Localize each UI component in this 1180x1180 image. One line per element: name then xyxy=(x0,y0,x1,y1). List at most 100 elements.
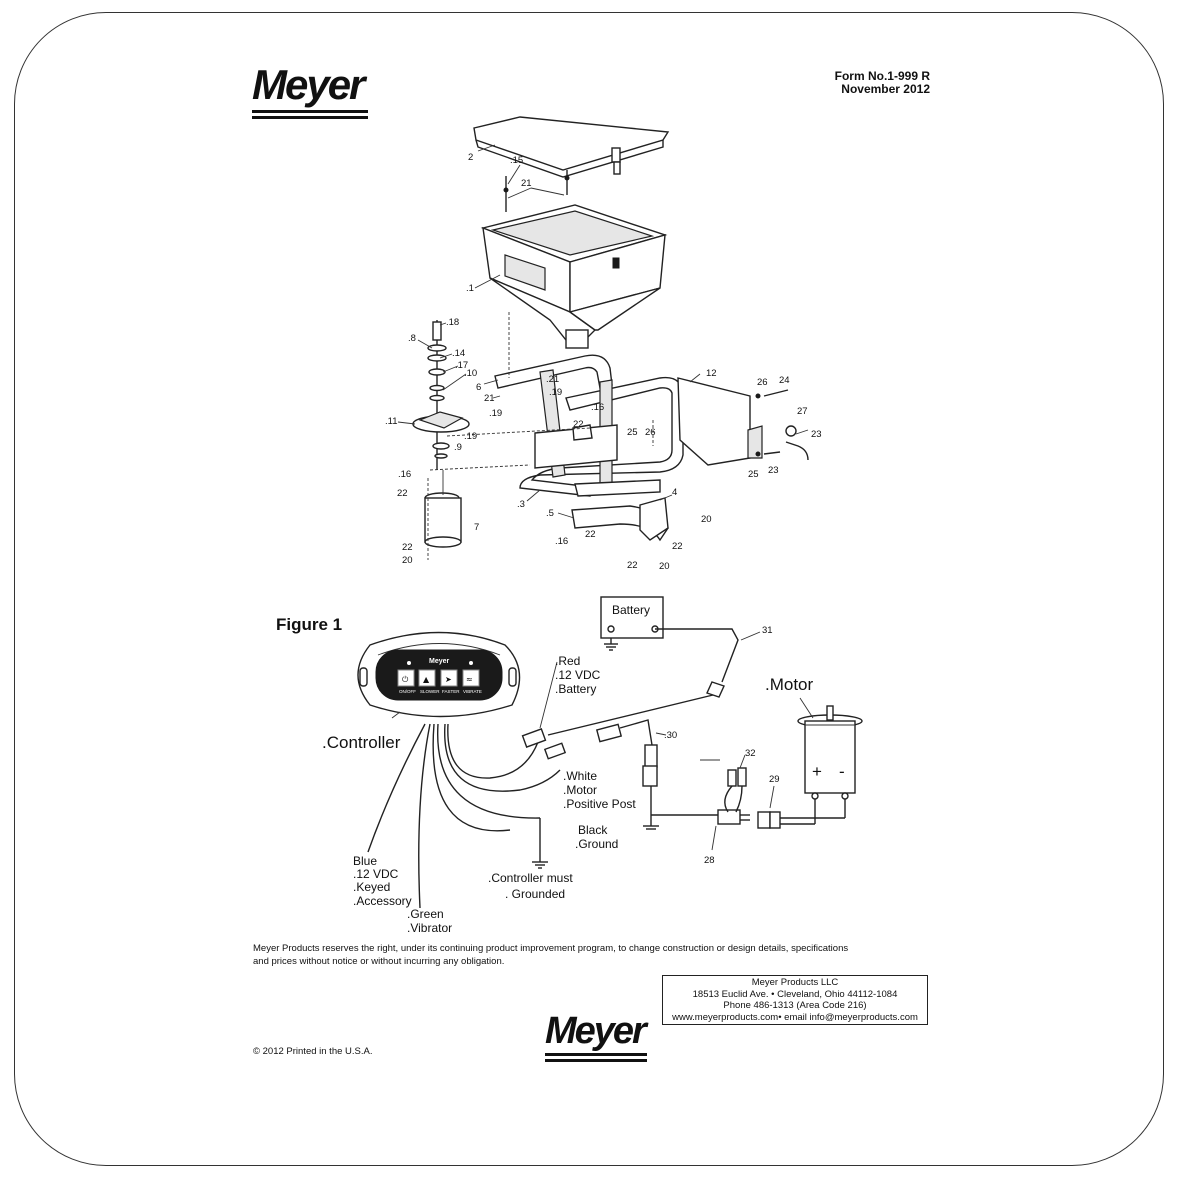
callout-21-left: 21 xyxy=(484,393,495,404)
callout-22-left: 22 xyxy=(397,488,408,499)
callout-22-low: 22 xyxy=(585,529,596,540)
red-wire-line-3: .Battery xyxy=(555,682,596,696)
hopper-lid xyxy=(473,116,670,178)
button-label-faster: FASTER xyxy=(442,689,460,694)
callout-15: .15 xyxy=(510,155,523,166)
street-address: 18513 Euclid Ave. • Cleveland, Ohio 4411… xyxy=(692,988,898,1000)
red-wire-line-2: .12 VDC xyxy=(555,668,601,682)
callout-20-bottom: 20 xyxy=(659,561,670,572)
figure-label: Figure 1 xyxy=(276,615,342,634)
address-box: Meyer Products LLC 18513 Euclid Ave. • C… xyxy=(662,975,928,1025)
battery-label: Battery xyxy=(612,603,650,617)
dashed-guides xyxy=(427,312,654,560)
callout-5: .5 xyxy=(546,508,554,519)
callout-3: .3 xyxy=(517,499,525,510)
connector-28-32: 28 32 xyxy=(704,748,756,866)
controller: Meyer ⏻ ▲ ➤ ≈ ON/OFF SLOWER FASTER VIBRA… xyxy=(322,631,521,752)
white-wire-line-3: .Positive Post xyxy=(563,797,636,811)
disclaimer: Meyer Products reserves the right, under… xyxy=(253,942,933,968)
callout-16-left: .16 xyxy=(398,469,411,480)
white-wire-line-1: .White xyxy=(563,769,597,783)
blue-wire-line-4: .Accessory xyxy=(353,894,412,908)
callout-24: 24 xyxy=(779,375,790,386)
callout-20-right: 20 xyxy=(701,514,712,525)
motor-guard-plate xyxy=(677,377,763,466)
callout-9: .9 xyxy=(454,442,462,453)
motor-terminal-plus: + xyxy=(812,762,822,781)
callout-2: 2 xyxy=(468,152,473,163)
fuse-harness-30: .30 xyxy=(543,719,720,830)
disclaimer-line-1: Meyer Products reserves the right, under… xyxy=(253,943,849,954)
button-label-slower: SLOWER xyxy=(420,689,440,694)
meyer-logo-bottom: Meyer xyxy=(545,1010,647,1062)
power-icon: ⏻ xyxy=(402,675,409,684)
callout-11: .11 xyxy=(385,416,398,427)
ground-note-line-2: . Grounded xyxy=(505,887,565,901)
wire-labels: .Red .12 VDC .Battery .White .Motor .Pos… xyxy=(353,654,636,935)
callout-29: 29 xyxy=(769,774,780,785)
bolts-top xyxy=(503,170,570,212)
callout-7: 7 xyxy=(474,522,479,533)
callout-8: .8 xyxy=(408,333,416,344)
motor: + - .Motor xyxy=(765,675,863,800)
button-label-vibrate: VIBRATE xyxy=(463,689,482,694)
phone: Phone 486-1313 (Area Code 216) xyxy=(723,1000,867,1012)
controller-brand: Meyer xyxy=(429,658,450,665)
logo-text-bottom: Meyer xyxy=(545,1010,647,1052)
callout-31: 31 xyxy=(762,625,773,636)
callout-4: 4 xyxy=(672,487,677,498)
callout-26-right: 26 xyxy=(757,377,768,388)
blue-wire-line-2: .12 VDC xyxy=(353,867,399,881)
leader-lines xyxy=(397,144,809,761)
form-number-block: Form No.1-999 R November 2012 xyxy=(835,70,930,96)
part-callouts: 2 .15 21 .1 .18 .8 .14 .17 .10 6 21 .19 … xyxy=(385,152,822,572)
card-frame xyxy=(14,12,1164,1166)
black-wire-line-1: Black xyxy=(578,823,608,837)
green-wire-line-1: .Green xyxy=(407,907,444,921)
web-email: www.meyerproducts.com• email info@meyerp… xyxy=(672,1011,918,1023)
callout-28: 28 xyxy=(704,855,715,866)
callout-22-bottom: 22 xyxy=(627,560,638,571)
meyer-logo-top: Meyer xyxy=(252,61,368,119)
callout-14: .14 xyxy=(452,348,465,359)
callout-22-motor: 22 xyxy=(402,542,413,553)
callout-26-left: 26 xyxy=(645,427,656,438)
blue-wire-line-1: Blue xyxy=(353,854,377,868)
callout-25-left: 25 xyxy=(627,427,638,438)
callout-27: 27 xyxy=(797,406,808,417)
callout-21-mid: .21 xyxy=(546,374,559,385)
rabbit-icon: ➤ xyxy=(445,675,452,684)
callout-22-right: 22 xyxy=(672,541,683,552)
green-wire-line-2: .Vibrator xyxy=(407,921,452,935)
motor-terminal-minus: - xyxy=(839,762,845,781)
logo-text: Meyer xyxy=(252,61,365,108)
battery-cable-31: 31 xyxy=(521,625,773,748)
ground-note-line-1: .Controller must xyxy=(488,871,573,885)
chute-deflector xyxy=(571,497,669,542)
motor-label: .Motor xyxy=(765,675,814,694)
disclaimer-line-2: and prices without notice or without inc… xyxy=(253,956,505,967)
callout-19-mid: .19 xyxy=(549,387,562,398)
callout-17: .17 xyxy=(455,360,468,371)
callout-23-low: 23 xyxy=(768,465,779,476)
callout-10: .10 xyxy=(464,368,477,379)
turtle-icon: ▲ xyxy=(423,675,430,684)
callout-16-low: .16 xyxy=(555,536,568,547)
callout-16-mid: .16 xyxy=(591,402,604,413)
spinner-motor xyxy=(424,470,462,548)
form-date: November 2012 xyxy=(841,82,930,96)
callout-30: .30 xyxy=(664,730,677,741)
callout-22-mid: 22 xyxy=(573,419,584,430)
hardware-right xyxy=(755,389,809,461)
hopper-body xyxy=(480,204,668,349)
battery: Battery xyxy=(600,596,664,651)
blue-wire-line-3: .Keyed xyxy=(353,880,390,894)
spinner-assembly xyxy=(412,320,470,470)
vibrate-icon: ≈ xyxy=(466,675,473,684)
controller-label: .Controller xyxy=(322,733,401,752)
callout-23-right: 23 xyxy=(811,429,822,440)
callout-19-left: .19 xyxy=(489,408,502,419)
controller-wires xyxy=(367,723,561,909)
red-wire-line-1: .Red xyxy=(555,654,580,668)
connector-29: 29 xyxy=(757,774,846,829)
